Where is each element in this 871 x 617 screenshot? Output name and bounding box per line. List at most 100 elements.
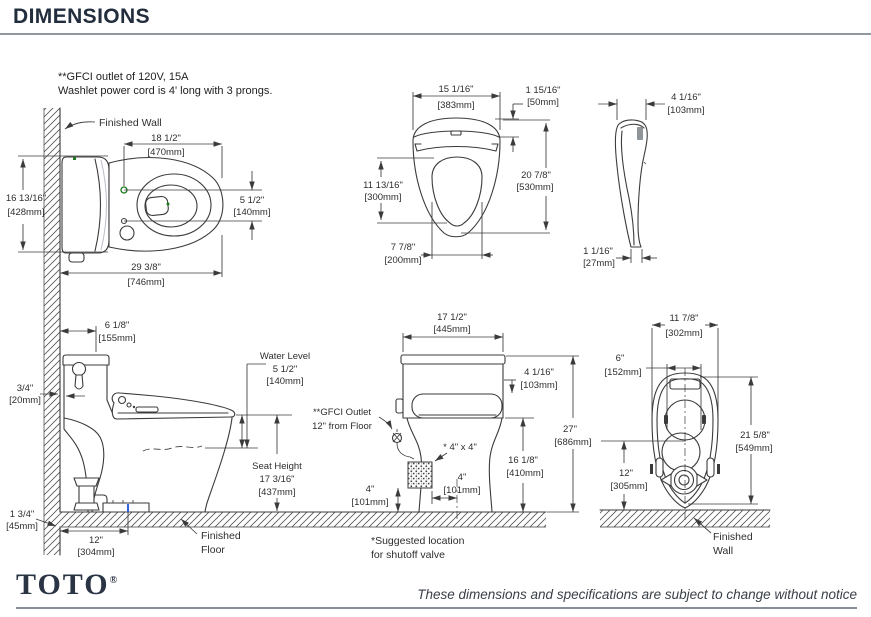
bottom-view-dimensions: 11 7/8" [302mm] 6" [152mm] 21 5/8" [549m… xyxy=(601,313,772,557)
toilet-side-outline xyxy=(62,354,236,513)
dim-front-width-mm: [445mm] xyxy=(434,324,471,335)
suggested-location-label-2: for shutoff valve xyxy=(371,549,445,561)
dim-front-total-h-mm: [686mm] xyxy=(555,437,592,448)
dim-bottom-length-in: 21 5/8" xyxy=(740,430,770,441)
dim-seat-length-in: 20 7/8" xyxy=(521,170,551,181)
dim-valve-height-mm: [101mm] xyxy=(352,497,389,508)
dim-wall-gap-in: 3/4" xyxy=(17,383,34,394)
dim-lid-thickness-in: 1 1/16" xyxy=(583,246,613,257)
dim-front-rim-h-mm: [410mm] xyxy=(507,468,544,479)
gfci-note-line1: **GFCI outlet of 120V, 15A xyxy=(58,71,189,83)
dim-tank-depth-in: 6 1/8" xyxy=(105,320,130,331)
drawing-side-view: 6 1/8" [155mm] 3/4" [20mm] Water Level 5… xyxy=(6,320,310,558)
sensor-dot xyxy=(73,157,76,160)
dim-plan-height-in: 16 13/16" xyxy=(6,193,46,204)
dim-rough-in-in: 12" xyxy=(619,468,633,479)
valve-size-label: * 4" x 4" xyxy=(443,442,477,453)
dim-bolt-spacing-in: 6" xyxy=(616,353,625,364)
gfci-outlet-label-2: 12" from Floor xyxy=(312,421,372,432)
shutoff-valve-box xyxy=(407,461,433,489)
registered-mark: ® xyxy=(109,575,118,586)
dim-base-mm: [45mm] xyxy=(6,521,38,532)
dim-base-in: 1 3/4" xyxy=(10,509,35,520)
seat-top-outline xyxy=(412,117,501,238)
footer-divider xyxy=(16,607,857,609)
finished-wall-label-2: Wall xyxy=(713,545,733,557)
left-wall-hatch xyxy=(44,108,60,555)
dim-lid-thickness-mm: [27mm] xyxy=(583,258,615,269)
toto-logo-text: TOTO xyxy=(16,568,110,601)
dim-bottom-width-in: 11 7/8" xyxy=(669,313,698,324)
dim-tank-depth-mm: [155mm] xyxy=(99,333,136,344)
dim-water-level-in: 5 1/2" xyxy=(273,364,298,375)
finished-floor-label-2: Floor xyxy=(201,544,225,556)
gfci-note: **GFCI outlet of 120V, 15A Washlet power… xyxy=(58,71,272,99)
dim-seat-height-mm: [437mm] xyxy=(259,487,296,498)
toilet-plan-outline xyxy=(61,156,224,263)
lid-hinge-pad xyxy=(637,127,643,140)
gfci-outlet-icon xyxy=(391,429,415,460)
dim-seat-width-in: 15 1/16" xyxy=(438,84,473,95)
dim-bolt-spacing-mm: [152mm] xyxy=(605,367,642,378)
dim-valve-offset-mm: [101mm] xyxy=(444,485,481,496)
dim-plan-offset-in: 5 1/2" xyxy=(240,195,265,206)
toilet-front-outline xyxy=(391,354,506,519)
drawing-front-view: 17 1/2" [445mm] 4 1/16" [103mm] 27" [686… xyxy=(312,312,591,561)
disclaimer-text: These dimensions and specifications are … xyxy=(417,587,857,602)
title-divider xyxy=(0,33,871,35)
toilet-bottom-outline xyxy=(650,368,720,523)
dim-seat-bowl-in: 7 7/8" xyxy=(391,242,416,253)
dim-valve-height-in: 4" xyxy=(366,484,375,495)
lid-side-outline xyxy=(614,119,648,248)
dim-front-tank-h-mm: [103mm] xyxy=(521,380,558,391)
dim-supply-mm: [304mm] xyxy=(78,547,115,558)
dim-wall-gap-mm: [20mm] xyxy=(9,395,41,406)
drawing-bottom-view: 11 7/8" [302mm] 6" [152mm] 21 5/8" [549m… xyxy=(601,313,772,557)
drawing-plan-view: 18 1/2" [470mm] 5 1/2" [140mm] 29 3/8" [… xyxy=(6,117,271,288)
dim-front-tank-h-in: 4 1/16" xyxy=(524,367,554,378)
drawing-lid-side-view: 4 1/16" [103mm] 1 1/16" [27mm] xyxy=(583,92,704,269)
dim-front-rim-h-in: 16 1/8" xyxy=(508,455,538,466)
page-title: DIMENSIONS xyxy=(13,5,151,28)
seat-top-dimensions: 15 1/16" [383mm] 1 15/16" [50mm] 11 13/1… xyxy=(363,84,560,266)
dim-bottom-width-mm: [302mm] xyxy=(666,328,703,339)
dim-seat-hinge-in: 1 15/16" xyxy=(525,85,560,96)
dim-front-total-h-in: 27" xyxy=(563,424,577,435)
dim-seat-width-mm: [383mm] xyxy=(438,100,475,111)
dim-plan-height-mm: [428mm] xyxy=(8,207,45,218)
front-view-dimensions: 17 1/2" [445mm] 4 1/16" [103mm] 27" [686… xyxy=(312,312,591,561)
dim-front-width-in: 17 1/2" xyxy=(437,312,467,323)
finished-floor-label-1: Finished xyxy=(201,530,241,542)
dim-seat-height-in: 17 3/16" xyxy=(259,474,294,485)
dim-bottom-length-mm: [549mm] xyxy=(736,443,773,454)
suggested-location-label-1: *Suggested location xyxy=(371,535,465,547)
lid-side-dimensions: 4 1/16" [103mm] 1 1/16" [27mm] xyxy=(583,92,704,269)
floor-hatch xyxy=(60,512,546,527)
dim-seat-bowl-mm: [200mm] xyxy=(385,255,422,266)
toto-logo: TOTO® xyxy=(16,568,117,602)
dim-rough-in-mm: [305mm] xyxy=(611,481,648,492)
finished-wall-label-1: Finished xyxy=(713,531,753,543)
gfci-outlet-label-1: **GFCI Outlet xyxy=(313,407,371,418)
dim-plan-offset-mm: [140mm] xyxy=(234,207,271,218)
finished-wall-label: Finished Wall xyxy=(99,117,162,129)
gfci-note-line2: Washlet power cord is 4' long with 3 pro… xyxy=(58,84,273,97)
dim-seat-opening-mm: [300mm] xyxy=(365,192,402,203)
dim-valve-offset-in: 4" xyxy=(458,472,467,483)
dim-seat-length-mm: [530mm] xyxy=(517,182,554,193)
dim-supply-in: 12" xyxy=(89,535,103,546)
dim-plan-width-mm: [470mm] xyxy=(148,147,185,158)
water-level-label: Water Level xyxy=(260,351,310,362)
side-view-dimensions: 6 1/8" [155mm] 3/4" [20mm] Water Level 5… xyxy=(6,320,310,558)
dim-seat-hinge-mm: [50mm] xyxy=(527,97,559,108)
plan-view-dimensions: 18 1/2" [470mm] 5 1/2" [140mm] 29 3/8" [… xyxy=(6,117,271,288)
dim-lid-depth-mm: [103mm] xyxy=(668,105,705,116)
dim-plan-depth-in: 29 3/8" xyxy=(131,262,161,273)
dim-plan-depth-mm: [746mm] xyxy=(128,277,165,288)
drawing-seat-top-view: 15 1/16" [383mm] 1 15/16" [50mm] 11 13/1… xyxy=(363,84,560,266)
dim-water-level-mm: [140mm] xyxy=(267,376,304,387)
dim-lid-depth-in: 4 1/16" xyxy=(671,92,701,103)
dim-seat-opening-in: 11 13/16" xyxy=(363,180,403,191)
